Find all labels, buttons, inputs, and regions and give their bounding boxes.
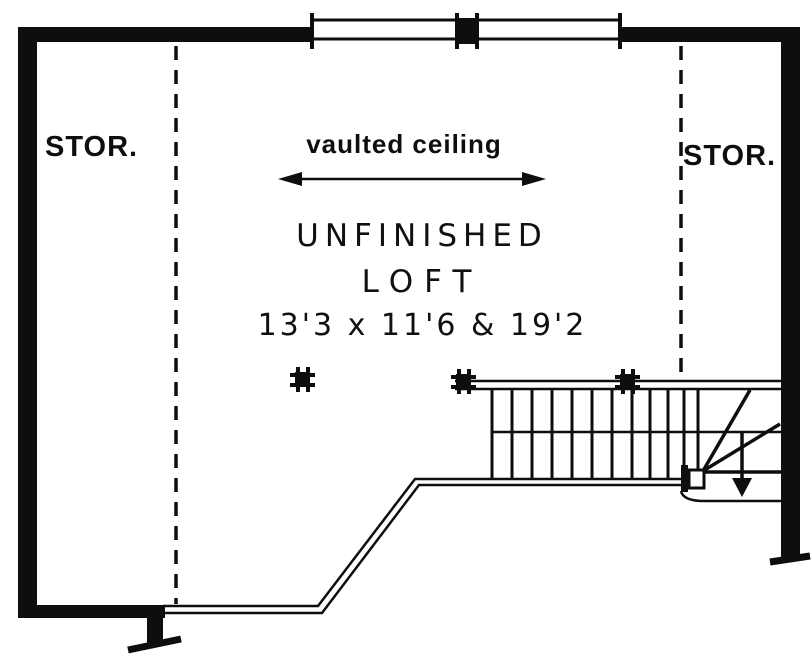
wall-top-right — [618, 27, 800, 42]
loft-edge-railing — [163, 477, 687, 615]
vaulted-ceiling-arrow — [278, 172, 546, 186]
wall-bottom-left — [18, 605, 165, 618]
storage-left-label: STOR. — [45, 131, 139, 163]
storage-right-label: STOR. — [683, 140, 777, 172]
room-name-line1: UNFINISHED — [296, 218, 548, 254]
wall-top-left — [18, 27, 314, 42]
wall-cap-bottom — [127, 635, 182, 654]
railing-inner-line — [163, 483, 683, 615]
newel-post — [687, 468, 706, 490]
railing-outer-line — [163, 477, 687, 608]
stair-down-arrow — [732, 432, 752, 497]
room-dimensions-label: 13'3 x 11'6 & 19'2 — [257, 308, 588, 343]
stair-treads — [490, 389, 700, 479]
stair-newel — [679, 465, 781, 503]
vaulted-ceiling-label: vaulted ceiling — [306, 129, 502, 159]
newel-bar — [681, 465, 688, 492]
arrowhead-left-icon — [278, 172, 302, 186]
wall-right — [781, 27, 800, 558]
window-pair — [310, 13, 622, 49]
wall-stub-pier — [147, 618, 163, 644]
down-arrowhead-icon — [732, 478, 752, 497]
staircase — [455, 379, 781, 503]
wall-cap-right — [769, 552, 811, 566]
rail-return-curve — [679, 490, 781, 503]
post-column-icon — [290, 367, 315, 392]
arrowhead-right-icon — [522, 172, 546, 186]
exterior-walls — [18, 27, 811, 654]
wall-left — [18, 27, 37, 618]
window-mullion — [456, 18, 478, 44]
ceiling-break-lines — [174, 46, 683, 604]
room-name-line2: LOFT — [361, 264, 483, 300]
